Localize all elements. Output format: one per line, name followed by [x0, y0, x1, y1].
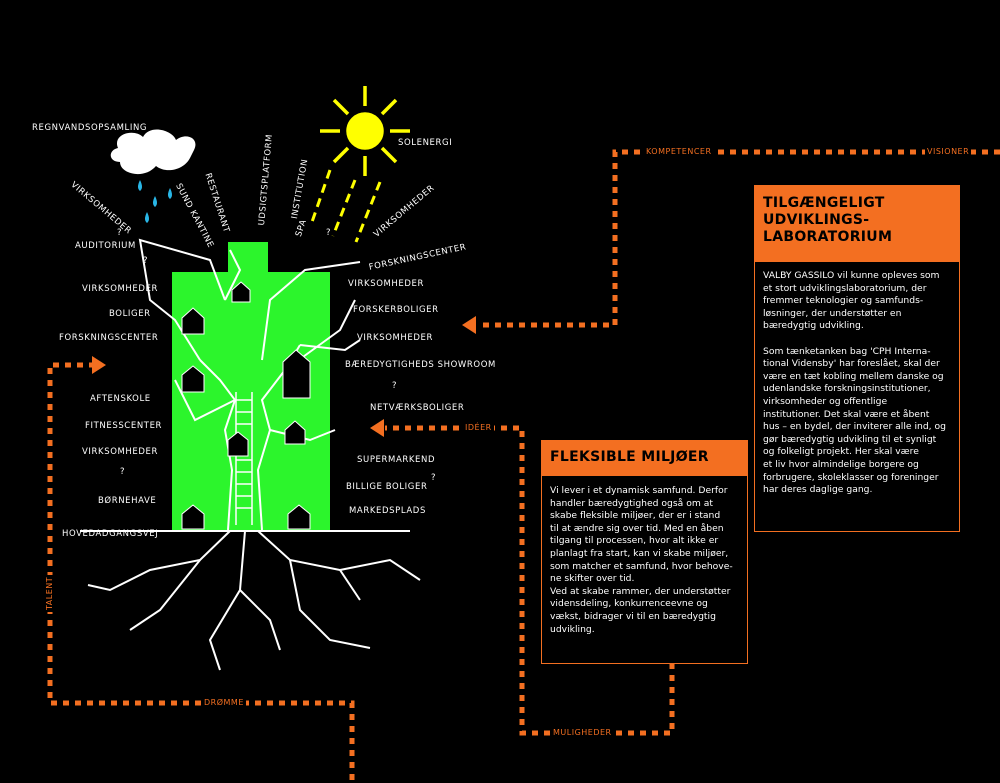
- flow-arrowheads: [92, 316, 476, 437]
- rain-cloud-icon: [110, 129, 196, 223]
- label-question: ?: [117, 228, 123, 238]
- house-icon: [181, 504, 205, 530]
- box-fleksible-miljoer: FLEKSIBLE MILJØER Vi lever i et dynamisk…: [541, 440, 748, 664]
- house-icon: [287, 504, 311, 530]
- flow-label-kompetencer: KOMPETENCER: [644, 147, 714, 156]
- box-udviklingslaboratorium: TILGÆNGELIGT UDVIKLINGS- LABORATORIUM VA…: [754, 185, 960, 532]
- flow-line-left: [47, 362, 355, 783]
- label-baeredygtigheds-showroom: BÆREDYGTIGHEDS SHOWROOM: [345, 360, 496, 370]
- house-icon: [227, 431, 249, 457]
- box-title: TILGÆNGELIGT UDVIKLINGS- LABORATORIUM: [755, 186, 959, 262]
- flow-label-visioner: VISIONER: [925, 147, 972, 156]
- sun-rays-dashes: [310, 169, 382, 243]
- tree-icon: [80, 238, 421, 671]
- house-icon: [282, 349, 311, 399]
- label-question: ?: [326, 228, 332, 238]
- label-supermarked: SUPERMARKEND: [357, 455, 436, 465]
- label-forskerboliger: FORSKERBOLIGER: [353, 305, 439, 315]
- arrow-right-icon: [92, 356, 106, 374]
- flow-label-droemme: DRØMME: [202, 698, 246, 707]
- label-boliger: BOLIGER: [109, 309, 151, 319]
- label-virksomheder: VIRKSOMHEDER: [82, 284, 159, 294]
- label-forskningscenter: FORSKNINGSCENTER: [59, 333, 159, 343]
- label-fitnesscenter: FITNESSCENTER: [85, 421, 163, 431]
- label-question: ?: [431, 473, 437, 483]
- label-aftenskole: AFTENSKOLE: [90, 394, 151, 404]
- label-question: ?: [143, 256, 149, 266]
- sun-icon: [320, 86, 410, 176]
- label-question: ?: [392, 381, 398, 391]
- label-auditorium: AUDITORIUM: [75, 241, 136, 251]
- label-netvaerksboliger: NETVÆRKSBOLIGER: [370, 403, 465, 413]
- house-icon: [181, 307, 205, 335]
- label-question: ?: [120, 467, 126, 477]
- arrow-left-icon: [370, 419, 384, 437]
- label-virksomheder: VIRKSOMHEDER: [357, 333, 434, 343]
- label-virksomheder: VIRKSOMHEDER: [348, 279, 425, 289]
- label-regnvandsopsamling: REGNVANDSOPSAMLING: [32, 123, 148, 133]
- box-body-text: Vi lever i et dynamisk samfund. Derfor h…: [550, 485, 733, 635]
- house-icon: [181, 365, 205, 393]
- label-virksomheder: VIRKSOMHEDER: [82, 447, 159, 457]
- flow-label-muligheder: MULIGHEDER: [551, 728, 614, 737]
- label-solenergi: SOLENERGI: [398, 138, 453, 148]
- flow-label-talent: TALENT: [45, 574, 54, 612]
- house-icon: [284, 420, 306, 445]
- flow-label-ideer: IDÉER: [463, 423, 494, 432]
- flow-line-middle: [385, 425, 675, 736]
- label-hovedadgangsvej: HOVEDADGANGSVEJ: [62, 529, 159, 539]
- flow-lines: [47, 149, 1000, 783]
- flow-line-top: [480, 149, 1000, 328]
- label-billige-boliger: BILLIGE BOLIGER: [346, 482, 428, 492]
- house-icon: [231, 281, 251, 303]
- label-boernehave: BØRNEHAVE: [98, 496, 157, 506]
- building-green: [172, 242, 330, 530]
- box-title: FLEKSIBLE MILJØER: [542, 441, 747, 476]
- arrow-left-icon: [462, 316, 476, 334]
- box-body-text: VALBY GASSILO vil kunne opleves som et s…: [763, 270, 946, 496]
- label-markedsplads: MARKEDSPLADS: [349, 506, 426, 516]
